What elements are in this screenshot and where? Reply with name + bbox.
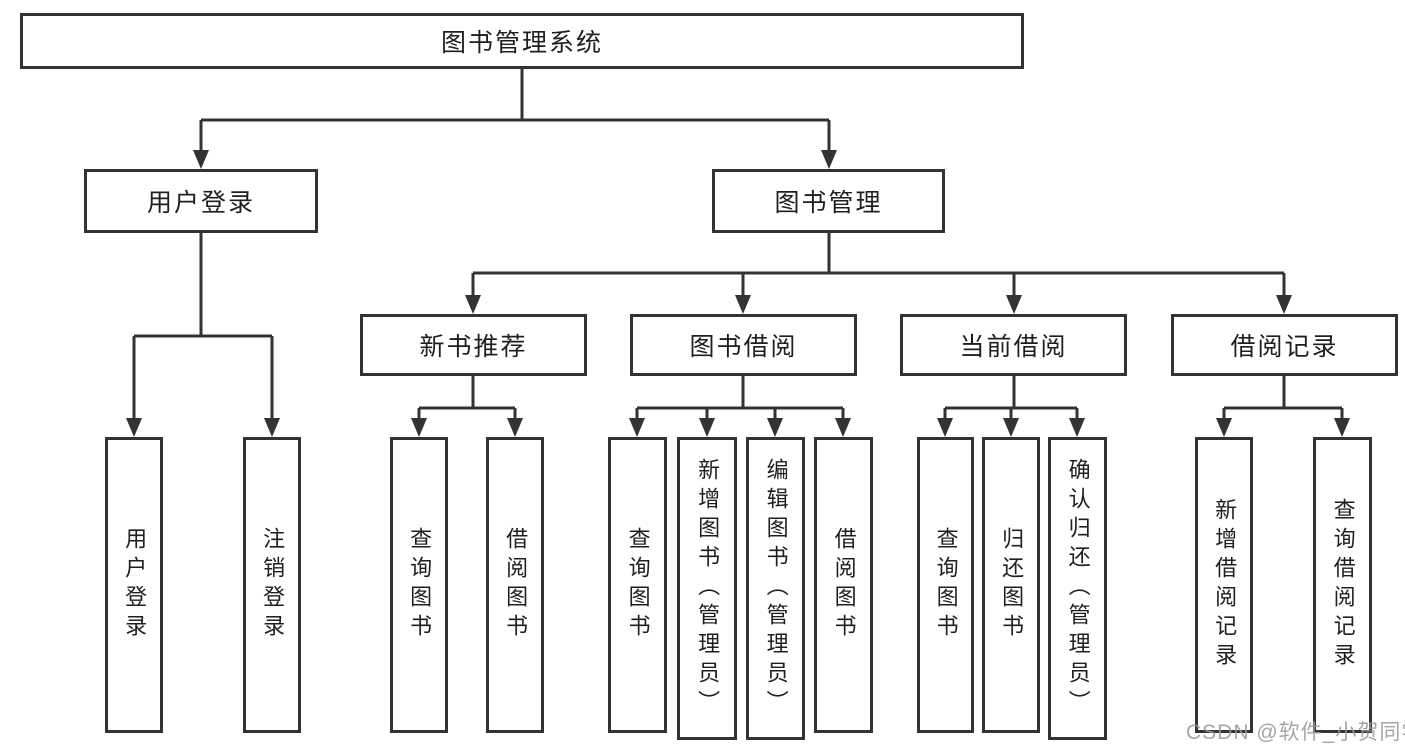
leaf-label: 新增图书（管理员） — [695, 458, 721, 719]
leaf-query-borrow-record: 查询借阅记录 — [1313, 437, 1372, 733]
leaf-label: 确认归还（管理员） — [1065, 458, 1091, 719]
leaf-label: 注销登录 — [260, 527, 286, 643]
node-borrowing-records: 借阅记录 — [1171, 314, 1398, 376]
arrowhead — [1003, 418, 1019, 437]
leaf-add-borrow-record: 新增借阅记录 — [1195, 437, 1253, 733]
leaf-edit-book-admin: 编辑图书（管理员） — [746, 437, 805, 740]
node-book-borrowing: 图书借阅 — [630, 314, 857, 376]
arrowhead — [937, 418, 953, 437]
leaf-label: 编辑图书（管理员） — [763, 458, 789, 719]
arrowhead — [1006, 295, 1022, 314]
leaf-label: 归还图书 — [999, 527, 1025, 643]
leaf-confirm-return-admin: 确认归还（管理员） — [1048, 437, 1107, 740]
arrowhead — [1069, 418, 1085, 437]
leaf-return-book: 归还图书 — [982, 437, 1040, 733]
leaf-label: 新增借阅记录 — [1212, 498, 1238, 672]
leaf-logout: 注销登录 — [243, 437, 301, 733]
leaf-query-books-recommend: 查询图书 — [390, 437, 448, 733]
arrowhead — [835, 418, 851, 437]
leaf-borrow-books-borrowing: 借阅图书 — [814, 437, 873, 733]
node-current-borrowing: 当前借阅 — [900, 314, 1127, 376]
arrowhead — [735, 295, 751, 314]
leaf-label: 查询借阅记录 — [1330, 498, 1356, 672]
watermark: CSDN @软件_小贺同学 — [1186, 721, 1405, 744]
arrowhead — [193, 150, 209, 169]
arrowhead — [126, 418, 142, 437]
leaf-label: 借阅图书 — [831, 527, 857, 643]
arrowhead — [264, 418, 280, 437]
leaf-label: 查询图书 — [625, 527, 651, 643]
node-book-management: 图书管理 — [712, 169, 945, 233]
arrowhead — [465, 295, 481, 314]
arrowhead — [1276, 295, 1292, 314]
arrowhead — [629, 418, 645, 437]
leaf-label: 查询图书 — [933, 527, 959, 643]
arrowhead — [1216, 418, 1232, 437]
node-new-book-recommend: 新书推荐 — [360, 314, 587, 376]
node-system-root: 图书管理系统 — [20, 13, 1024, 69]
arrowhead — [767, 418, 783, 437]
arrowhead — [411, 418, 427, 437]
leaf-add-book-admin: 新增图书（管理员） — [677, 437, 737, 740]
connector-path — [132, 68, 1344, 421]
arrowheads — [126, 150, 1350, 437]
arrowhead — [821, 150, 837, 169]
arrowhead — [507, 418, 523, 437]
leaf-label: 用户登录 — [122, 527, 148, 643]
node-user-login: 用户登录 — [84, 169, 318, 233]
arrowhead — [699, 418, 715, 437]
leaf-borrow-books-recommend: 借阅图书 — [486, 437, 544, 733]
leaf-user-login: 用户登录 — [105, 437, 163, 733]
leaf-label: 查询图书 — [407, 527, 433, 643]
leaf-query-books-borrowing: 查询图书 — [608, 437, 667, 733]
leaf-label: 借阅图书 — [503, 527, 529, 643]
leaf-query-books-current: 查询图书 — [917, 437, 974, 733]
arrowhead — [1334, 418, 1350, 437]
